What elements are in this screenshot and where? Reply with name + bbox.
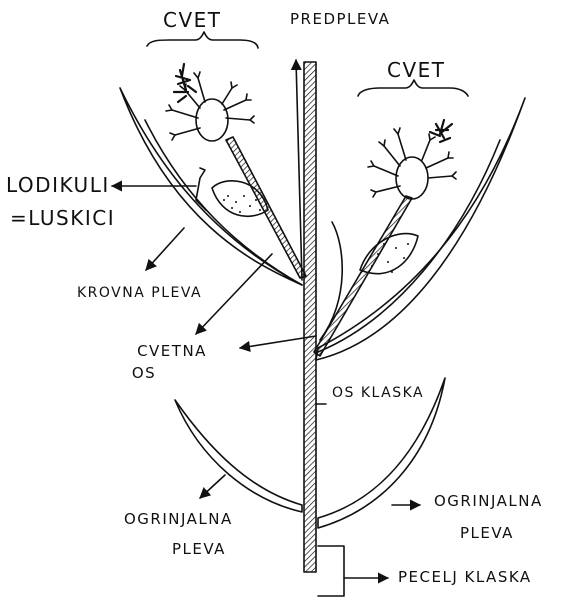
left-stigma (174, 64, 196, 102)
left-flower-stalk (226, 137, 306, 278)
label-cvetna: CVETNA (124, 344, 220, 359)
pedicel-bracket (318, 546, 344, 596)
bracket-right (358, 80, 468, 96)
label-pleva-left: PLEVA (172, 542, 226, 557)
label-cvet-left: CVET (163, 10, 222, 30)
label-predpleva: PREDPLEVA (290, 12, 390, 27)
lemma-right (316, 98, 525, 360)
spikelet-axis (304, 62, 316, 572)
label-krovna-pleva: KROVNA PLEVA (77, 286, 202, 300)
label-lodikuli: LODIKULI (6, 175, 110, 195)
left-ovary (196, 99, 228, 141)
label-luskici: =LUSKICI (10, 208, 115, 228)
palea (296, 60, 302, 280)
label-pecelj-klaska: PECELJ KLASKA (398, 570, 532, 585)
label-ogrinjalna-right: OGRINJALNA (434, 494, 543, 509)
right-flower-stalk (314, 196, 412, 356)
right-ovary (396, 157, 428, 199)
bracket-left (147, 32, 258, 48)
label-ogrinjalna-left: OGRINJALNA (124, 512, 233, 527)
label-pleva-right: PLEVA (460, 526, 514, 541)
label-os-klaska: OS KLASKA (332, 386, 424, 400)
label-cvet-right: CVET (387, 60, 446, 80)
glume-left (175, 400, 302, 512)
label-os: OS (124, 366, 164, 381)
